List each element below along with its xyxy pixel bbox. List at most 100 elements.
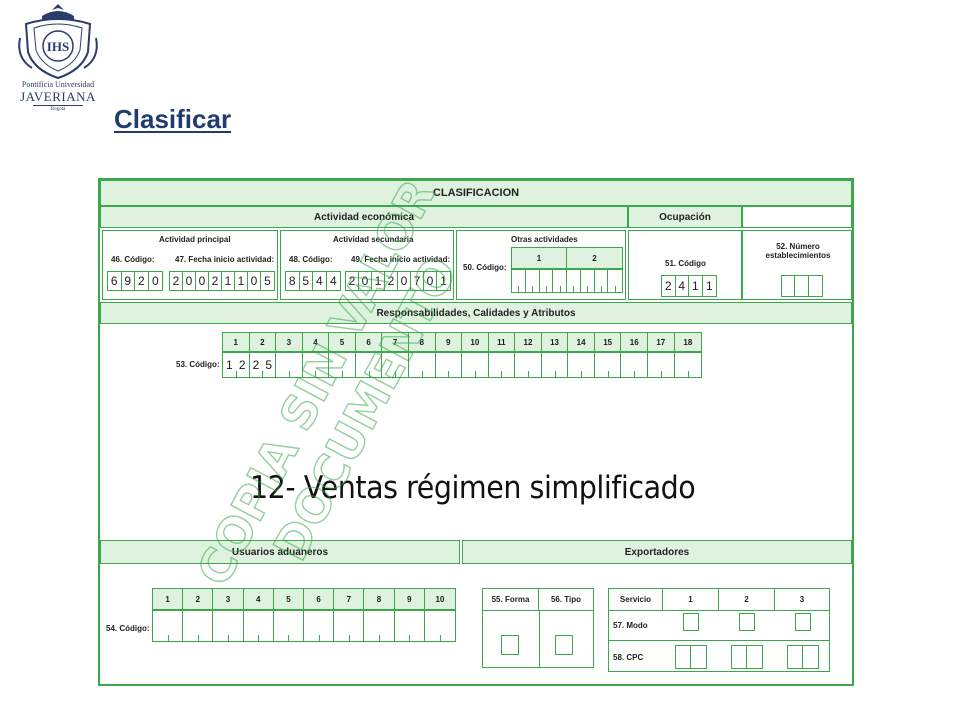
- code-cell: [675, 353, 702, 377]
- logo-line-3: Bogotá: [33, 105, 83, 112]
- col-number: 1: [688, 595, 693, 604]
- code-cell: [276, 353, 303, 377]
- modo-box: [795, 613, 811, 631]
- clasificacion-form: CLASIFICACION Actividad económica Ocupac…: [98, 178, 854, 686]
- col-number: 6: [304, 589, 335, 609]
- code-cell: [213, 611, 244, 641]
- digit-cell: 2: [385, 272, 398, 290]
- establecimientos-cells: [781, 275, 823, 297]
- col-number: 1: [512, 248, 568, 268]
- code-cell: [436, 353, 463, 377]
- cpc-58-label: 58. CPC: [613, 653, 644, 662]
- code-cell: [244, 611, 274, 641]
- code-digit: 2: [252, 358, 260, 372]
- modo-box: [739, 613, 755, 631]
- code-cell: [153, 611, 184, 641]
- digit-cell: 1: [222, 272, 235, 290]
- modo-57-label: 57. Modo: [613, 621, 648, 630]
- code-cell: [356, 353, 383, 377]
- usuarios-code-cells: [152, 610, 456, 642]
- code-cell: [329, 353, 356, 377]
- cpc-cells: [675, 645, 707, 669]
- otras-header-cells: 1 2: [511, 247, 623, 269]
- digit-cell: 2: [346, 272, 359, 290]
- forma-tipo-panel: 55. Forma 56. Tipo: [482, 588, 594, 668]
- digit-cell: 2: [209, 272, 222, 290]
- actividad-secundaria-panel: Actividad secundaria 48. Código: 49. Fec…: [280, 230, 454, 300]
- digit-cell: 1: [689, 276, 703, 296]
- col-number: 2: [744, 595, 749, 604]
- otras-actividades-label: Otras actividades: [511, 235, 578, 244]
- actividad-secundaria-label: Actividad secundaria: [333, 235, 414, 244]
- col-number: 1: [223, 333, 250, 351]
- codigo-48-cells: 8 5 4 4: [285, 271, 341, 291]
- cpc-cells: [787, 645, 819, 669]
- codigo-51-cells: 2 4 1 1: [661, 275, 717, 297]
- digit-cell: 4: [329, 274, 337, 288]
- code-cell: [334, 611, 365, 641]
- col-number: 5: [273, 589, 305, 609]
- col-number: 8: [408, 333, 436, 351]
- col-number: 9: [394, 589, 425, 609]
- digit-cell: 1: [440, 274, 447, 288]
- col-number: 2: [183, 589, 214, 609]
- code-digit: 5: [265, 358, 273, 372]
- ocupacion-header: Ocupación: [628, 206, 742, 228]
- digit-cell: 2: [135, 272, 149, 290]
- code-cell: [542, 353, 569, 377]
- codigo-54-label: 54. Código:: [106, 624, 150, 633]
- digit-cell: 0: [151, 274, 159, 288]
- col-number: 12: [515, 333, 542, 351]
- col-number: 10: [462, 333, 489, 351]
- digit-cell: 1: [372, 272, 385, 290]
- codigo-51-label: 51. Código: [665, 259, 706, 268]
- code-cell: [183, 611, 214, 641]
- fecha-47-label: 47. Fecha inicio actividad:: [175, 255, 275, 264]
- col-number: 1: [153, 589, 184, 609]
- digit-cell: 0: [196, 272, 209, 290]
- servicio-panel: Servicio 1 2 3 57. Modo 58. CPC: [608, 588, 830, 672]
- col-number: 15: [594, 333, 622, 351]
- codigo-46-cells: 6 9 2 0: [107, 271, 163, 291]
- col-number: 16: [621, 333, 648, 351]
- servicio-label: Servicio: [619, 595, 652, 604]
- shield-seal-icon: IHS: [18, 4, 98, 80]
- blank-header-cell: [742, 206, 852, 228]
- university-logo: IHS Pontificia Universidad JAVERIANA Bog…: [12, 2, 104, 120]
- col-number: 2: [249, 333, 277, 351]
- digit-cell: 5: [300, 272, 314, 290]
- col-number: 8: [364, 589, 395, 609]
- slide-title: Clasificar: [114, 104, 232, 134]
- digit-cell: 2: [170, 272, 183, 290]
- code-cell: [648, 353, 675, 377]
- col-number: 4: [302, 333, 330, 351]
- digit-cell: 4: [313, 272, 327, 290]
- col-number: 17: [648, 333, 675, 351]
- digit-cell: 0: [424, 272, 437, 290]
- responsabilidades-header: Responsabilidades, Calidades y Atributos: [100, 302, 852, 324]
- code-cell: [515, 353, 542, 377]
- digit-cell: 5: [264, 274, 271, 288]
- col-number: 10: [424, 589, 456, 609]
- logo-line-2: JAVERIANA: [20, 89, 96, 104]
- code-cell: [304, 611, 335, 641]
- code-cell: [621, 353, 648, 377]
- code-cell: [425, 611, 455, 641]
- code-cell: [303, 353, 330, 377]
- col-number: 6: [355, 333, 383, 351]
- otras-actividades-panel: Otras actividades 50. Código: 1 2: [456, 230, 626, 300]
- codigo-53-label: 53. Código:: [176, 360, 220, 369]
- digit-cell: 8: [286, 272, 300, 290]
- cpc-cells: [731, 645, 763, 669]
- fecha-49-label: 49. Fecha inicio actividad:: [351, 255, 451, 264]
- digit-cell: 9: [122, 272, 136, 290]
- col-number: 11: [488, 333, 516, 351]
- code-cell: [462, 353, 489, 377]
- actividad-principal-panel: Actividad principal 46. Código: 47. Fech…: [102, 230, 278, 300]
- forma-55-label: 55. Forma: [491, 595, 530, 604]
